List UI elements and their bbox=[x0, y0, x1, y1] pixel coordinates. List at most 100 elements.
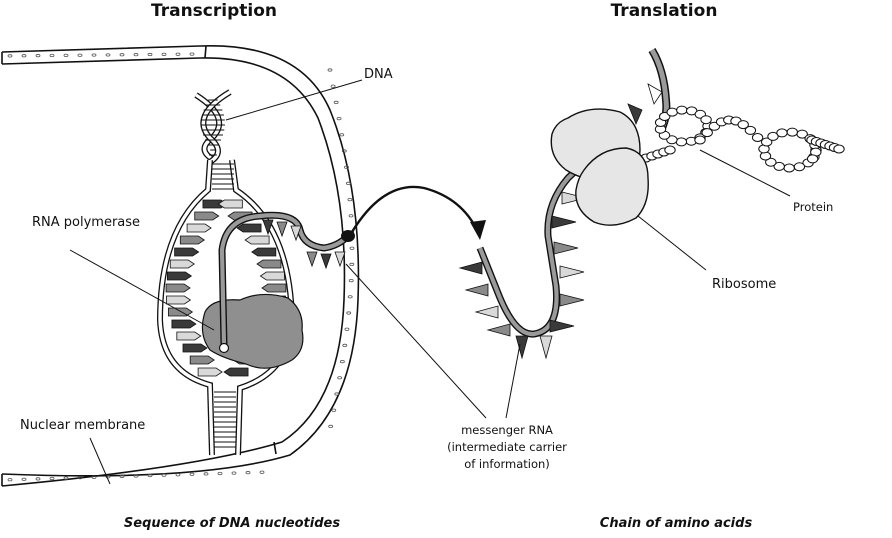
nucleotide-base bbox=[174, 247, 200, 257]
mrna-base bbox=[320, 253, 332, 270]
mrna-label-line2: (intermediate carrier bbox=[447, 440, 567, 454]
nucleotide-base bbox=[259, 271, 285, 281]
mrna-base bbox=[553, 241, 579, 255]
amino-acid-bead bbox=[744, 125, 757, 135]
membrane-speckle bbox=[119, 53, 125, 57]
mrna-base bbox=[458, 261, 483, 275]
membrane-speckle bbox=[7, 54, 13, 58]
membrane-speckle bbox=[259, 470, 265, 474]
amino-acid-bead bbox=[700, 115, 712, 125]
nucleotide-base bbox=[197, 367, 223, 377]
membrane-speckle bbox=[147, 52, 153, 57]
amino-acid-bead bbox=[694, 135, 706, 145]
rna-polymerase bbox=[201, 293, 304, 369]
mrna-strand-nucleus bbox=[218, 211, 355, 354]
membrane-speckle bbox=[203, 472, 209, 476]
nuclear-membrane bbox=[1, 45, 360, 487]
membrane-speckle bbox=[348, 278, 354, 283]
membrane-speckle bbox=[91, 53, 97, 57]
nucleotide-base bbox=[251, 247, 277, 257]
nucleotide-base bbox=[171, 319, 197, 329]
membrane-speckle bbox=[49, 476, 55, 481]
amino-acid-bead bbox=[786, 127, 798, 137]
membrane-speckle bbox=[337, 376, 343, 380]
translation-caption: Chain of amino acids bbox=[600, 516, 753, 531]
mrna-base bbox=[561, 191, 587, 205]
membrane-speckle bbox=[161, 473, 167, 477]
membrane-speckle bbox=[349, 262, 355, 266]
membrane-speckle bbox=[348, 214, 354, 218]
dna-leader bbox=[225, 79, 363, 121]
nucleotide-base bbox=[167, 307, 194, 317]
nuclear-membrane-label: Nuclear membrane bbox=[20, 418, 145, 433]
nucleotide-base bbox=[169, 259, 195, 269]
membrane-speckle bbox=[63, 476, 69, 480]
membrane-speckle bbox=[175, 473, 181, 477]
membrane-speckle bbox=[346, 311, 352, 315]
mrna-base bbox=[474, 305, 499, 319]
mrna-base bbox=[539, 335, 553, 360]
membrane-speckle bbox=[336, 117, 342, 121]
dna-double-helix bbox=[156, 89, 296, 456]
mrna-base bbox=[647, 83, 663, 105]
nucleotide-base bbox=[223, 367, 249, 377]
amino-acid-bead bbox=[767, 131, 779, 141]
mrna-label-line3: of information) bbox=[464, 457, 550, 471]
membrane-speckle bbox=[119, 474, 125, 478]
membrane-speckle bbox=[327, 68, 333, 72]
nucleotide-base bbox=[179, 235, 206, 245]
mrna-base bbox=[306, 251, 318, 268]
nuclear-membrane-leader bbox=[89, 437, 111, 485]
nucleotide-base bbox=[217, 199, 243, 209]
membrane-speckle bbox=[330, 84, 336, 88]
mrna-base bbox=[290, 225, 302, 242]
mrna-base bbox=[276, 221, 288, 238]
amino-acid-bead bbox=[833, 144, 845, 154]
ribosome bbox=[550, 83, 663, 226]
nucleotide-base bbox=[194, 211, 220, 221]
amino-acid-bead bbox=[773, 161, 785, 171]
amino-acid-bead bbox=[751, 133, 764, 142]
amino-acid-bead bbox=[793, 162, 806, 172]
rna-polymerase-leader bbox=[69, 249, 215, 331]
membrane-speckle bbox=[339, 359, 345, 364]
amino-acid-bead bbox=[659, 112, 671, 121]
nucleotide-base bbox=[182, 343, 208, 353]
membrane-speckle bbox=[328, 424, 334, 428]
membrane-speckle bbox=[345, 181, 351, 185]
membrane-speckle bbox=[35, 477, 41, 481]
membrane-speckle bbox=[231, 471, 237, 475]
transcription-heading: Transcription bbox=[151, 1, 277, 21]
membrane-speckle bbox=[105, 53, 111, 57]
ribosome-leader bbox=[637, 215, 707, 271]
nucleotide-base bbox=[236, 223, 262, 233]
mrna-base bbox=[551, 215, 577, 229]
mrna-base bbox=[334, 251, 346, 268]
membrane-speckle bbox=[77, 53, 83, 57]
membrane-speckle bbox=[333, 100, 339, 105]
amino-acid-bead bbox=[676, 105, 688, 115]
membrane-speckle bbox=[7, 478, 13, 482]
membrane-speckle bbox=[331, 408, 337, 412]
mrna-base bbox=[486, 323, 511, 337]
amino-acid-bead bbox=[701, 128, 713, 138]
membrane-speckle bbox=[349, 246, 355, 250]
protein-chain bbox=[634, 47, 845, 173]
membrane-speckle bbox=[77, 476, 83, 480]
nucleotide-base bbox=[256, 259, 282, 269]
membrane-speckle bbox=[35, 54, 41, 58]
membrane-speckle bbox=[63, 53, 69, 57]
membrane-speckle bbox=[347, 198, 353, 202]
amino-acid-bead bbox=[796, 129, 808, 139]
membrane-speckle bbox=[161, 52, 167, 56]
membrane-speckle bbox=[245, 471, 251, 475]
membrane-speckle bbox=[341, 149, 347, 153]
nucleotide-base bbox=[186, 223, 212, 233]
rna-polymerase-label: RNA polymerase bbox=[32, 215, 140, 230]
membrane-speckle bbox=[339, 133, 345, 137]
mrna-base bbox=[627, 103, 643, 126]
translation-heading: Translation bbox=[611, 1, 718, 21]
membrane-speckle bbox=[147, 473, 153, 478]
amino-acid-bead bbox=[666, 135, 678, 145]
